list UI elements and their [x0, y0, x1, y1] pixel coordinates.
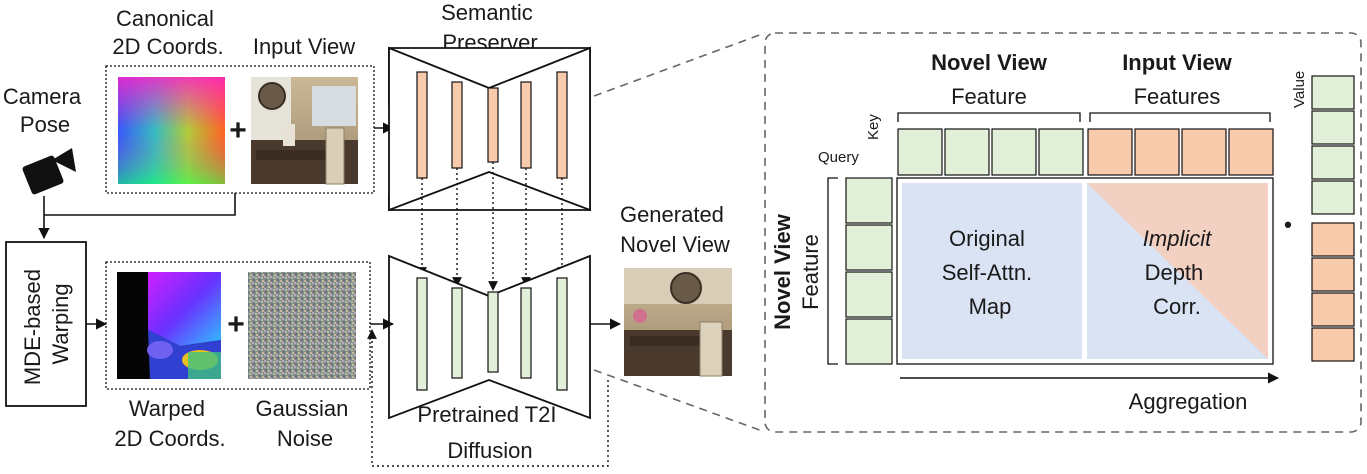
novel-view-brace	[897, 112, 1081, 122]
aggregation-label: Aggregation	[1129, 389, 1248, 414]
mde-warping-label: MDE-based Warping	[20, 263, 73, 385]
canonical-coords-label: Canonical 2D Coords.	[112, 6, 223, 59]
diffusion-layers	[416, 277, 568, 391]
feedback-loop-arrow	[367, 329, 609, 467]
input-view-brace	[1089, 112, 1271, 122]
zoom-line-bottom	[593, 369, 766, 433]
generated-novel-view-label: Generated Novel View	[620, 202, 730, 257]
camera-pose-label: Camera Pose	[3, 84, 87, 137]
warped-coords-image	[117, 272, 221, 379]
input-view-label: Input View	[253, 34, 355, 59]
feature-injection-arrows	[417, 162, 567, 291]
input-view-to-warping-line	[44, 193, 236, 216]
mde-warping-box[interactable]	[5, 241, 87, 407]
query-brace	[827, 177, 838, 365]
value-label: Value	[1291, 71, 1308, 108]
generated-novel-view-image	[624, 268, 732, 377]
semantic-preserver-label: Semantic Preserver	[441, 0, 539, 55]
row-feature-label: Feature	[798, 234, 823, 310]
depth-corr-label: Depth Corr.	[1145, 260, 1210, 319]
camera-icon	[22, 148, 76, 195]
attention-detail-panel	[764, 32, 1362, 433]
novel-view-feature-label: Feature	[951, 84, 1027, 109]
value-feature-column	[1311, 75, 1355, 362]
dot-product-symbol: •	[1284, 212, 1292, 237]
warped-coords-label: Warped 2D Coords.	[114, 396, 225, 451]
zoom-line-top	[593, 32, 766, 97]
original-self-attn-block	[902, 183, 1082, 359]
pretrained-t2i-label: Pretrained T2I Diffusion	[417, 402, 562, 463]
gaussian-noise-image	[248, 272, 356, 379]
input-view-header: Input View	[1122, 50, 1232, 75]
gaussian-noise-label: Gaussian Noise	[255, 396, 354, 451]
input-view-features-label: Features	[1134, 84, 1221, 109]
top-input-group-box	[105, 65, 375, 194]
original-self-attn-label: Original Self-Attn. Map	[942, 226, 1039, 319]
plus-sign-bottom: +	[227, 308, 245, 341]
input-view-image	[251, 77, 358, 185]
bottom-input-group-box	[105, 261, 371, 390]
novel-view-header: Novel View	[931, 50, 1048, 75]
plus-sign-top: +	[229, 114, 247, 147]
query-feature-column	[845, 177, 893, 365]
key-label: Key	[865, 114, 882, 140]
row-novel-view-header: Novel View	[770, 213, 795, 330]
query-label: Query	[818, 149, 859, 166]
key-feature-row	[897, 128, 1274, 176]
canonical-coords-image	[118, 77, 225, 184]
implicit-depth-corr-block	[1087, 183, 1268, 359]
implicit-label: Implicit	[1143, 226, 1212, 251]
